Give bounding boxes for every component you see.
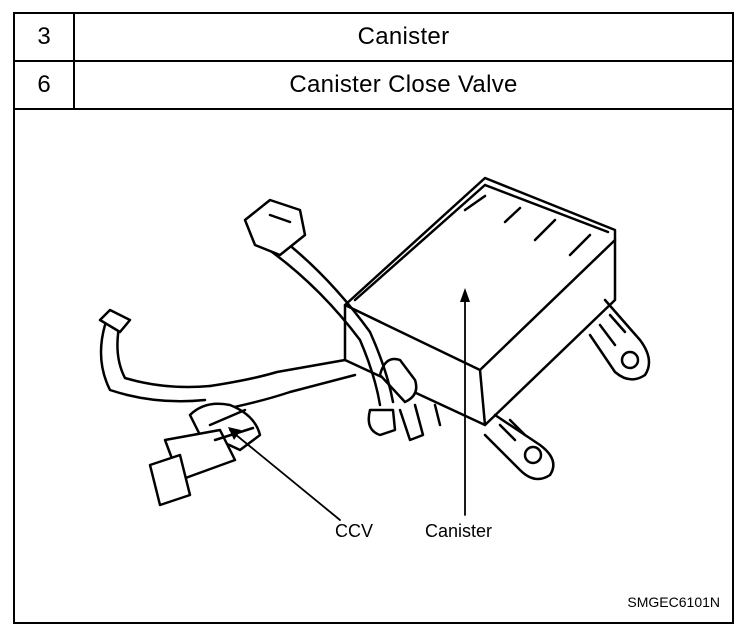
canister-callout: Canister [425,521,493,541]
hose-elbow [367,408,397,437]
upper-hose [243,198,395,407]
table-row: 6 Canister Close Valve [15,62,732,110]
leader-lines [229,294,466,521]
part-number-cell: 3 [15,14,75,60]
bracket-right [588,298,651,381]
canister-illustration: CCV Canister SMGEC6101N [15,110,732,622]
figure-code: SMGEC6101N [627,594,720,610]
left-hose [98,308,357,412]
leader-arrowheads [228,288,470,440]
canister-body [343,176,617,427]
bracket-lower [483,413,555,481]
part-name-cell: Canister Close Valve [289,71,518,98]
part-name-cell: Canister [357,23,450,50]
ccv-callout: CCV [335,521,374,541]
canister-ports [378,357,442,442]
ccv-valve [148,402,262,507]
part-number-cell: 6 [15,62,75,108]
parts-table: 3 Canister 6 Canister Close Valve [13,12,734,624]
table-row: 3 Canister [15,14,732,62]
line-drawing [98,176,651,521]
